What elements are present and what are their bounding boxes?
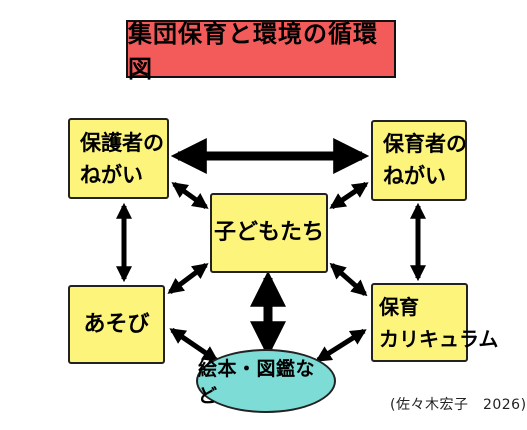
node-teachers-line-1: 保育者の [383, 132, 467, 156]
node-curriculum-line-2: カリキュラム [379, 327, 499, 351]
arrow-curriculum-children [329, 262, 368, 297]
node-children: 子どもたち [210, 193, 328, 273]
cycle-diagram: 集団保育と環境の循環図 保護者の ねがい 保育者の ねがい 子どもたち あそび … [68, 20, 527, 413]
node-guardians-wishes: 保護者の ねがい [68, 118, 169, 199]
node-play: あそび [68, 285, 165, 364]
arrow-play-children [167, 263, 209, 294]
node-teachers-wishes: 保育者の ねがい [371, 120, 467, 201]
node-picture-books: 絵本・図鑑など [196, 349, 336, 413]
node-guardians-line-1: 保護者の [80, 131, 164, 155]
node-curriculum-line-1: 保育 [379, 295, 419, 319]
arrow-teachers-children [329, 181, 369, 210]
author-credit: (佐々木宏子 2026) [390, 397, 527, 413]
node-teachers-line-2: ねがい [383, 164, 446, 188]
arrow-guardians-children [171, 181, 209, 210]
node-curriculum: 保育 カリキュラム [371, 283, 499, 362]
diagram-title: 集団保育と環境の循環図 [126, 20, 396, 83]
node-guardians-line-2: ねがい [80, 163, 143, 187]
